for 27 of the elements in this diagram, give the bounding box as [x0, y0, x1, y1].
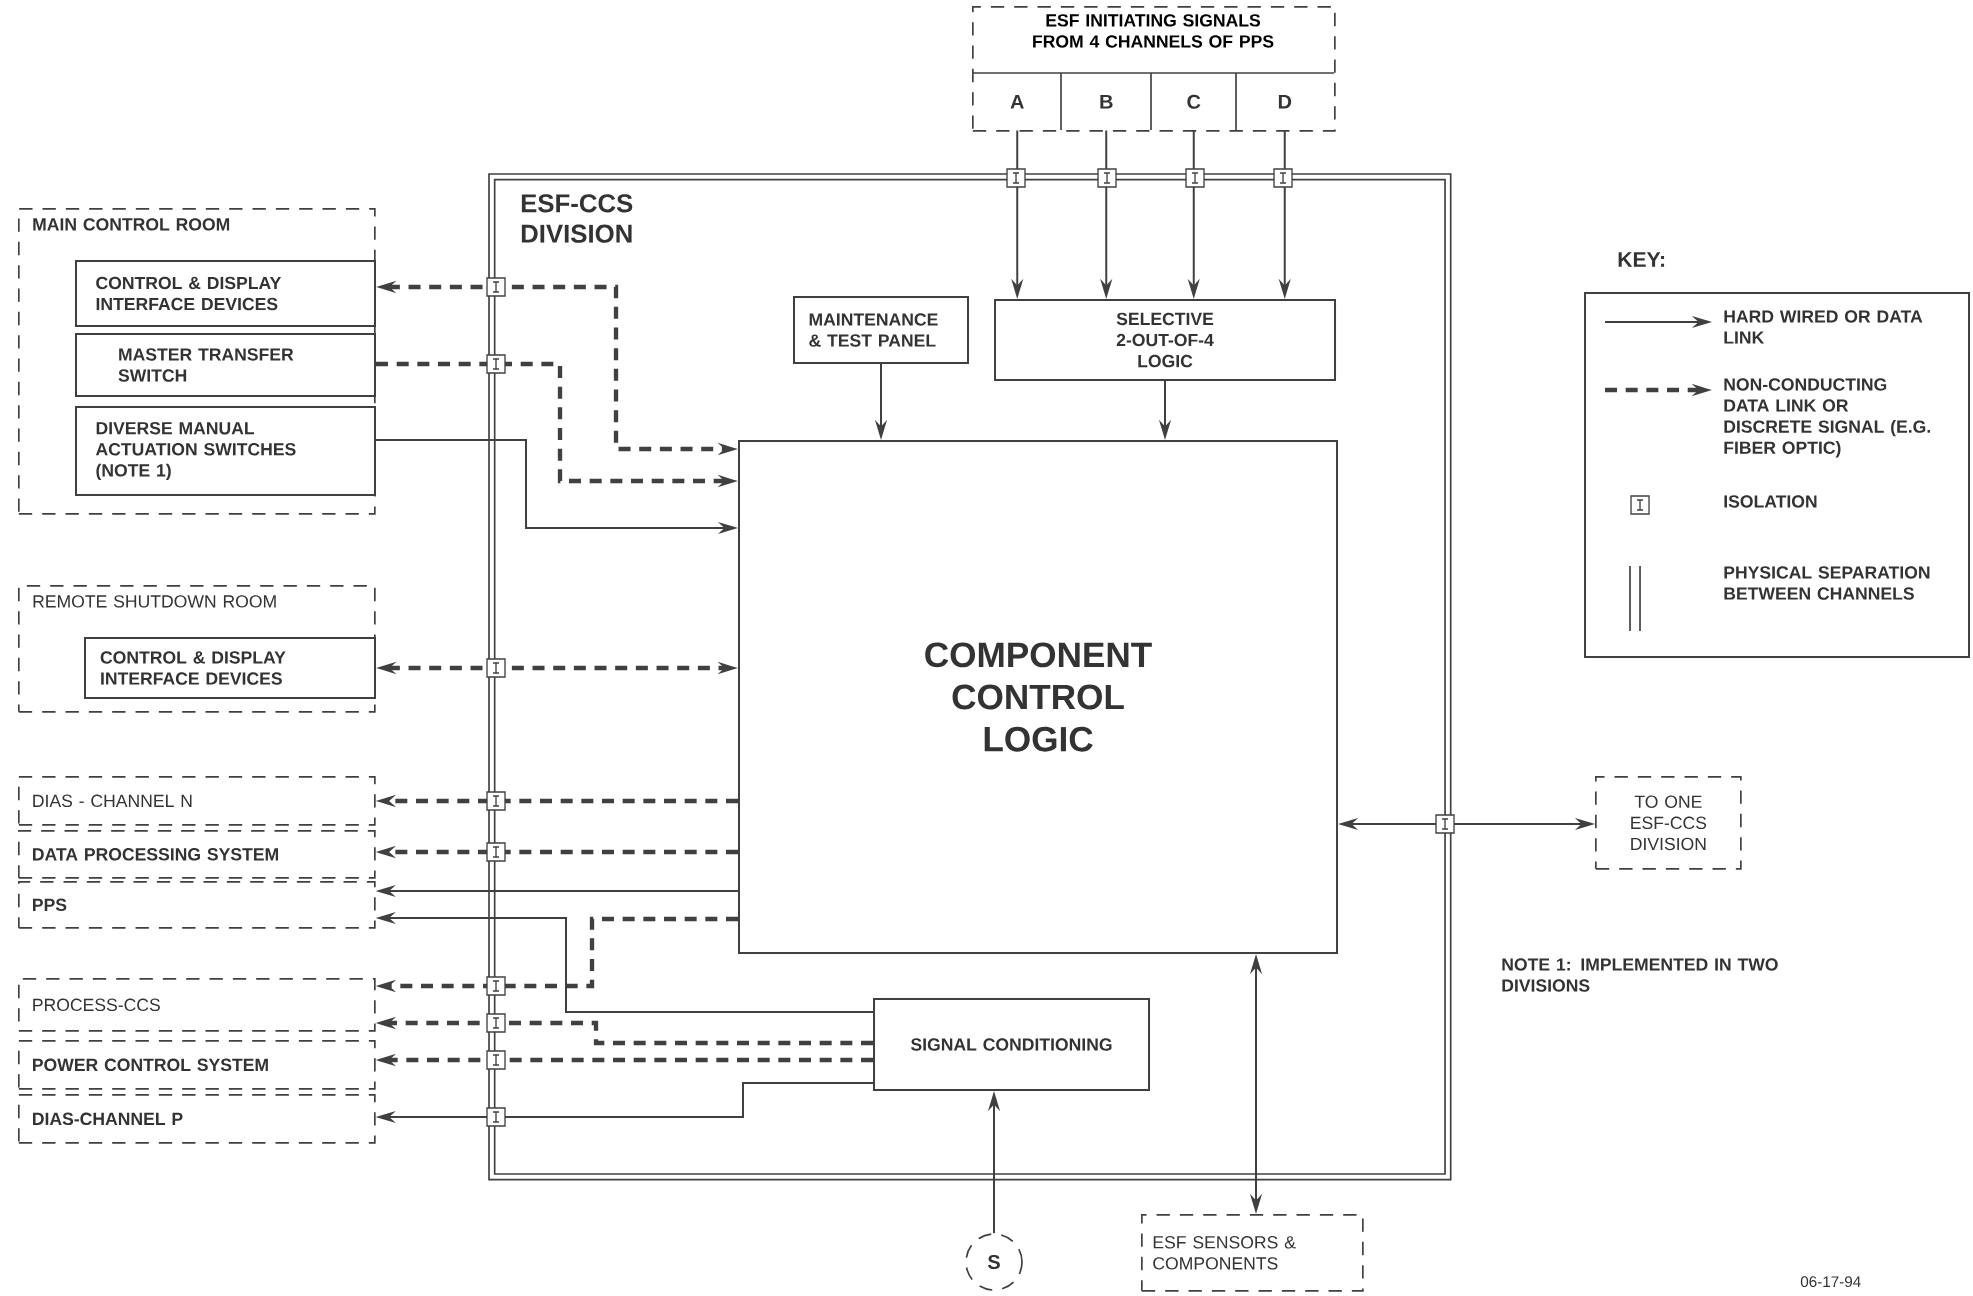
division-box: TO ONE ESF-CCS DIVISION — [1595, 776, 1742, 870]
key-heading: KEY: — [1618, 252, 1665, 267]
device-box: CONTROL & DISPLAY INTERFACE DEVICES — [75, 260, 376, 327]
date-text: 06-17-94 — [1800, 1276, 1861, 1288]
channel-cell: B — [1100, 94, 1113, 109]
system-box: DIAS - CHANNEL N — [18, 776, 376, 826]
system-box: PROCESS-CCS — [18, 978, 376, 1032]
legend-text: PHYSICAL SEPARATION BETWEEN CHANNELS — [1724, 566, 1930, 600]
channel-cell: A — [1010, 94, 1024, 109]
switch-box: MASTER TRANSFER SWITCH — [75, 333, 376, 397]
system-box: PPS — [18, 881, 376, 929]
device-box: CONTROL & DISPLAY INTERFACE DEVICES — [84, 637, 376, 699]
legend-text: ISOLATION — [1724, 495, 1817, 508]
panel-box: MAINTENANCE & TEST PANEL — [793, 296, 969, 364]
logic-box: SELECTIVE 2-OUT-OF-4 LOGIC — [994, 299, 1336, 381]
component-box: ESF SENSORS & COMPONENTS — [1141, 1214, 1364, 1292]
channel-cell: C — [1187, 94, 1201, 109]
legend-text: NON-CONDUCTING DATA LINK OR DISCRETE SIGNAL (E.G. FIBER OPTIC) — [1724, 378, 1930, 458]
logic-box: COMPONENT CONTROL LOGIC — [738, 440, 1339, 954]
process-box: SIGNAL CONDITIONING — [873, 998, 1150, 1091]
channel-cell: D — [1278, 94, 1292, 109]
system-box: DATA PROCESSING SYSTEM — [18, 830, 376, 879]
system-box: DIAS-CHANNEL P — [18, 1094, 376, 1144]
switch-box: DIVERSE MANUAL ACTUATION SWITCHES (NOTE 1) — [75, 406, 376, 496]
note-text: NOTE 1: IMPLEMENTED IN TWO DIVISIONS — [1502, 958, 1778, 992]
legend-text: HARD WIRED OR DATA LINK — [1724, 310, 1923, 344]
system-box: POWER CONTROL SYSTEM — [18, 1040, 376, 1090]
